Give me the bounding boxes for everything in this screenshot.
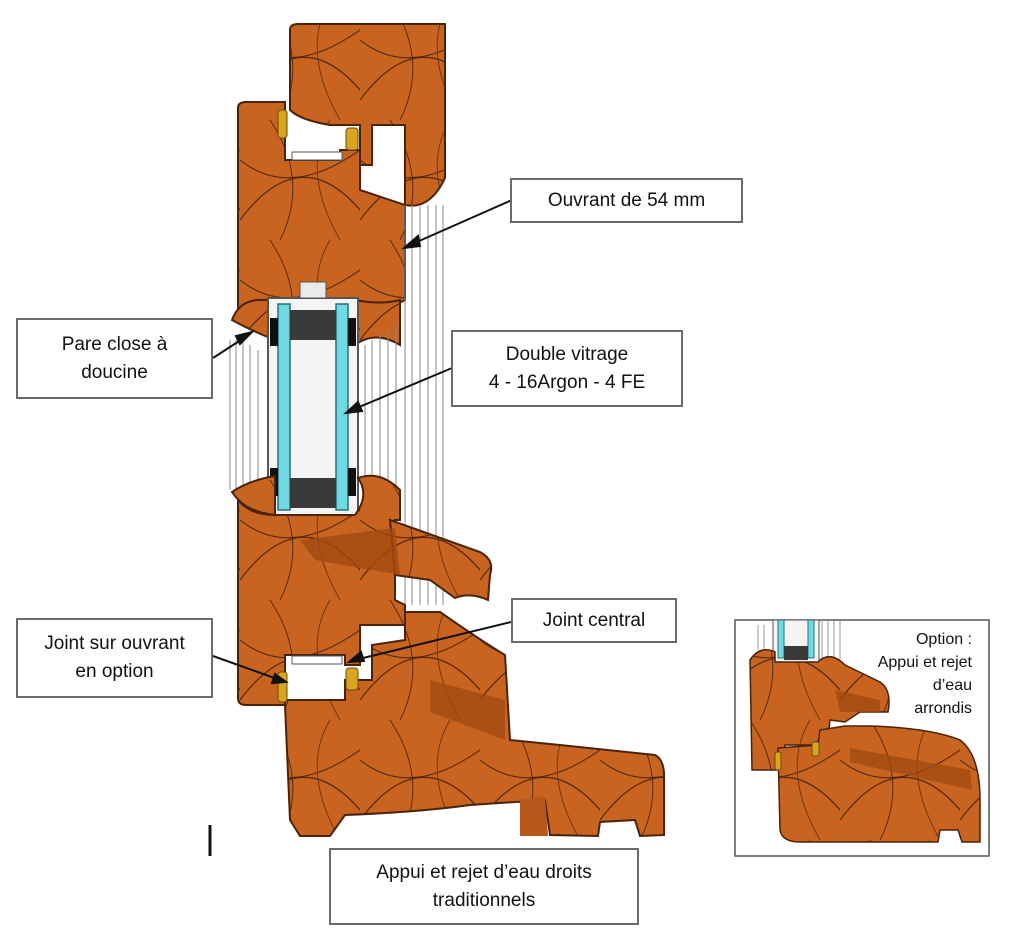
main-section <box>208 23 666 856</box>
callout-pare-close-line2: doucine <box>81 361 148 383</box>
callout-ouvrant-text: Ouvrant de 54 mm <box>547 189 706 211</box>
frame-top <box>289 23 446 207</box>
callout-joint-central-text: Joint central <box>542 609 646 631</box>
callout-double-vitrage-line2: 4 - 16Argon - 4 FE <box>488 371 646 393</box>
callout-appui: Appui et rejet d’eau droits traditionnel… <box>329 848 639 925</box>
callout-joint-ouvrant-line1: Joint sur ouvrant <box>44 633 185 654</box>
callout-ouvrant: Ouvrant de 54 mm <box>510 178 743 223</box>
callout-pare-close-line1: Pare close à <box>61 333 168 355</box>
callout-joint-ouvrant-line2: en option <box>75 661 154 682</box>
callout-double-vitrage-line1: Double vitrage <box>505 343 629 365</box>
callout-joint-ouvrant: Joint sur ouvrant en option <box>16 618 213 698</box>
inset-option-line1: Option : <box>915 631 972 648</box>
inset-option-line4: arrondis <box>914 700 972 717</box>
callout-pare-close: Pare close à doucine <box>16 318 213 399</box>
inset-option-line2: Appui et rejet <box>877 654 972 671</box>
gasket-top-central <box>345 127 359 151</box>
callout-appui-line2: traditionnels <box>432 889 536 911</box>
inset-option-diagram <box>734 619 990 857</box>
callout-double-vitrage: Double vitrage 4 - 16Argon - 4 FE <box>451 330 683 407</box>
double-glazing-unit <box>267 281 359 533</box>
weather-drip <box>388 518 493 602</box>
inset-option-line3: d’eau <box>932 677 972 694</box>
gasket-top-outer <box>277 109 288 139</box>
gasket-bottom-central <box>345 667 359 691</box>
callout-joint-central: Joint central <box>511 598 677 643</box>
inset-option-label: Option : Appui et rejet d’eau arrondis <box>832 628 972 720</box>
leader-lines <box>212 199 513 685</box>
sash-lip-top <box>354 298 401 347</box>
callout-appui-line1: Appui et rejet d’eau droits <box>376 861 592 883</box>
